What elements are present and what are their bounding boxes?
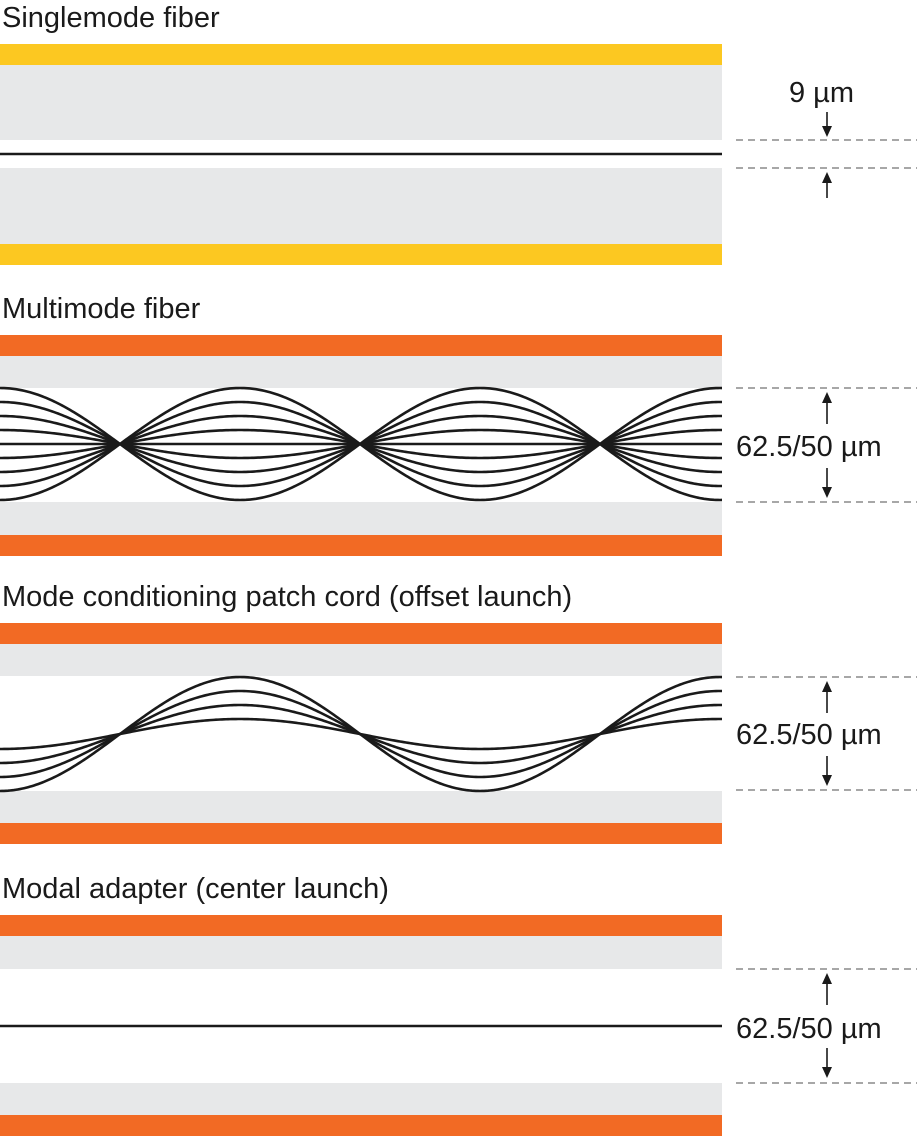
multimode-cladding-bottom	[0, 502, 722, 535]
multimode-jacket-bottom	[0, 535, 722, 556]
multimode-core-diameter-label: 62.5/50 µm	[736, 431, 882, 463]
singlemode-cladding-top	[0, 65, 722, 140]
multimode-section: Multimode fiber 62.5/50 µm	[0, 293, 917, 556]
singlemode-jacket-bottom	[0, 244, 722, 265]
mode-conditioning-core-diameter-label: 62.5/50 µm	[736, 719, 882, 751]
modal-adapter-jacket-bottom	[0, 1115, 722, 1136]
modal-adapter-section: Modal adapter (center launch) 62.5/50 µm	[0, 873, 917, 1136]
multimode-cladding-top	[0, 356, 722, 388]
modal-adapter-jacket-top	[0, 915, 722, 936]
singlemode-title: Singlemode fiber	[2, 2, 220, 34]
singlemode-dim-arrowhead-bottom	[822, 172, 832, 183]
mode-conditioning-section: Mode conditioning patch cord (offset lau…	[0, 581, 917, 844]
modal-adapter-cladding-bottom	[0, 1083, 722, 1115]
multimode-jacket-top	[0, 335, 722, 356]
singlemode-cladding-bottom	[0, 168, 722, 244]
mode-conditioning-jacket-top	[0, 623, 722, 644]
mode-conditioning-dim-arrowhead-top	[822, 681, 832, 692]
mode-conditioning-title: Mode conditioning patch cord (offset lau…	[2, 581, 572, 613]
multimode-title: Multimode fiber	[2, 293, 201, 325]
modal-adapter-title: Modal adapter (center launch)	[2, 873, 389, 905]
modal-adapter-dim-arrowhead-top	[822, 973, 832, 984]
mode-conditioning-cladding-bottom	[0, 791, 722, 823]
modal-adapter-core-diameter-label: 62.5/50 µm	[736, 1013, 882, 1045]
multimode-ray-paths	[0, 386, 723, 502]
singlemode-core-diameter-label: 9 µm	[789, 77, 854, 109]
mode-conditioning-ray-4	[0, 717, 723, 751]
modal-adapter-cladding-top	[0, 936, 722, 969]
singlemode-section: Singlemode fiber 9 µm	[0, 2, 917, 265]
multimode-dim-arrowhead-top	[822, 392, 832, 403]
mode-conditioning-dim-arrowhead-bottom	[822, 775, 832, 786]
singlemode-dim-arrowhead-top	[822, 126, 832, 137]
modal-adapter-dim-arrowhead-bottom	[822, 1067, 832, 1078]
singlemode-jacket-top	[0, 44, 722, 65]
mode-conditioning-jacket-bottom	[0, 823, 722, 844]
mode-conditioning-ray-paths	[0, 675, 723, 793]
multimode-dim-arrowhead-bottom	[822, 487, 832, 498]
mode-conditioning-cladding-top	[0, 644, 722, 676]
